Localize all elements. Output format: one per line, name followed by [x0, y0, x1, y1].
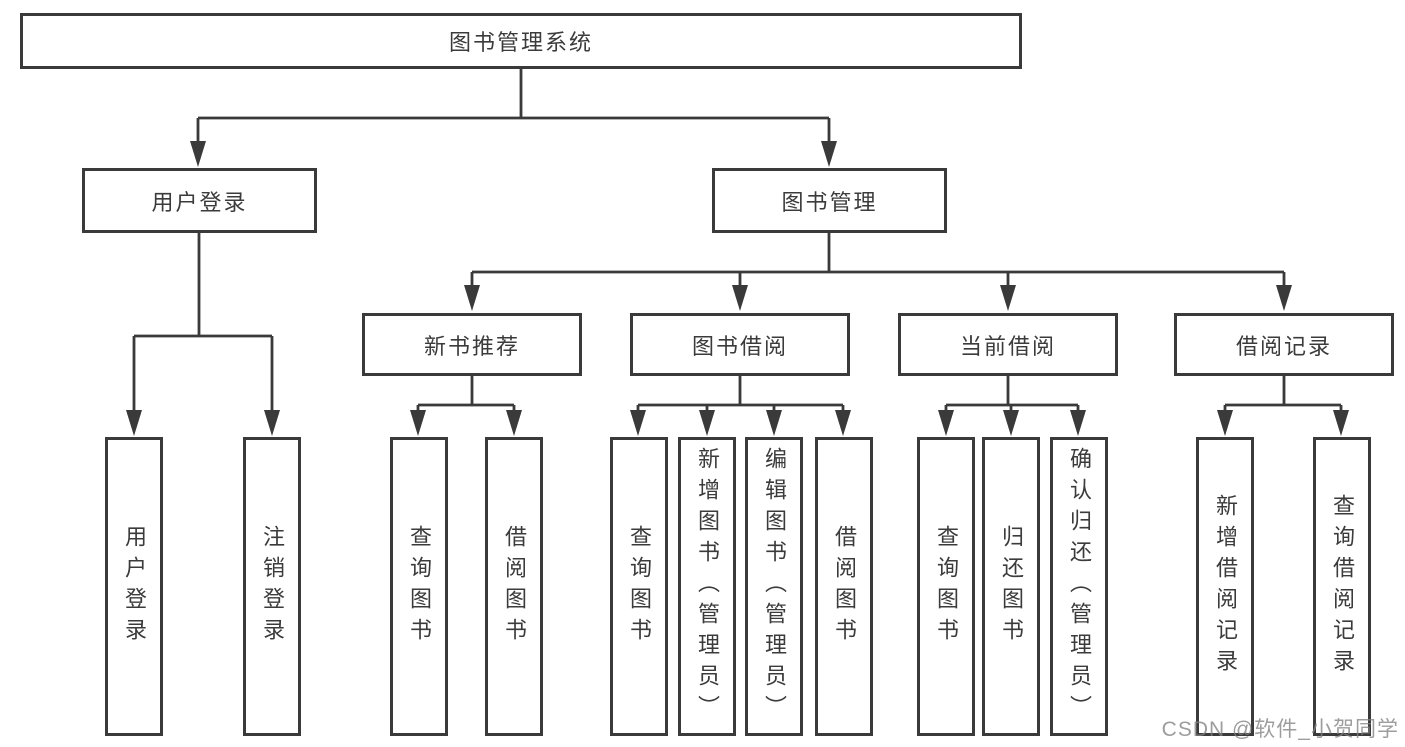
leaf-query-books-current: 查询图书 — [917, 437, 975, 736]
leaf-add-book-admin: 新增图书（管理员） — [678, 437, 736, 736]
leaf-return-book: 归还图书 — [982, 437, 1040, 736]
leaf-label: 借阅图书 — [832, 524, 857, 649]
leaf-label: 查询图书 — [627, 524, 652, 649]
watermark: CSDN @软件_小贺同学 — [1161, 718, 1399, 741]
leaf-logout: 注销登录 — [243, 437, 301, 736]
leaf-label: 查询借阅记录 — [1330, 493, 1355, 680]
leaf-query-borrow-record: 查询借阅记录 — [1313, 437, 1371, 736]
node-current-borrowing: 当前借阅 — [898, 313, 1118, 376]
leaf-label: 用户登录 — [122, 524, 147, 649]
node-root: 图书管理系统 — [20, 13, 1022, 69]
leaf-borrow-books-borrowing: 借阅图书 — [815, 437, 873, 736]
leaf-label: 借阅图书 — [502, 524, 527, 649]
leaf-add-borrow-record: 新增借阅记录 — [1196, 437, 1254, 736]
node-new-book-recommend: 新书推荐 — [362, 313, 582, 376]
leaf-label: 归还图书 — [999, 524, 1024, 649]
arrowheads — [126, 141, 1349, 436]
leaf-query-books-recommend: 查询图书 — [390, 437, 448, 736]
leaf-label: 查询图书 — [934, 524, 959, 649]
node-book-management: 图书管理 — [712, 168, 947, 233]
leaf-label: 确认归还（管理员） — [1067, 447, 1092, 726]
node-borrow-records: 借阅记录 — [1174, 313, 1394, 376]
leaf-query-books-borrowing: 查询图书 — [610, 437, 668, 736]
leaf-edit-book-admin: 编辑图书（管理员） — [745, 437, 803, 736]
node-book-borrowing: 图书借阅 — [630, 313, 850, 376]
leaf-label: 注销登录 — [260, 524, 285, 649]
leaf-borrow-books-recommend: 借阅图书 — [485, 437, 543, 736]
leaf-label: 新增借阅记录 — [1213, 493, 1238, 680]
leaf-label: 编辑图书（管理员） — [762, 447, 787, 726]
node-user-login: 用户登录 — [82, 168, 317, 233]
leaf-label: 新增图书（管理员） — [695, 447, 720, 726]
leaf-label: 查询图书 — [407, 524, 432, 649]
leaf-confirm-return-admin: 确认归还（管理员） — [1050, 437, 1108, 736]
leaf-user-login: 用户登录 — [105, 437, 163, 736]
